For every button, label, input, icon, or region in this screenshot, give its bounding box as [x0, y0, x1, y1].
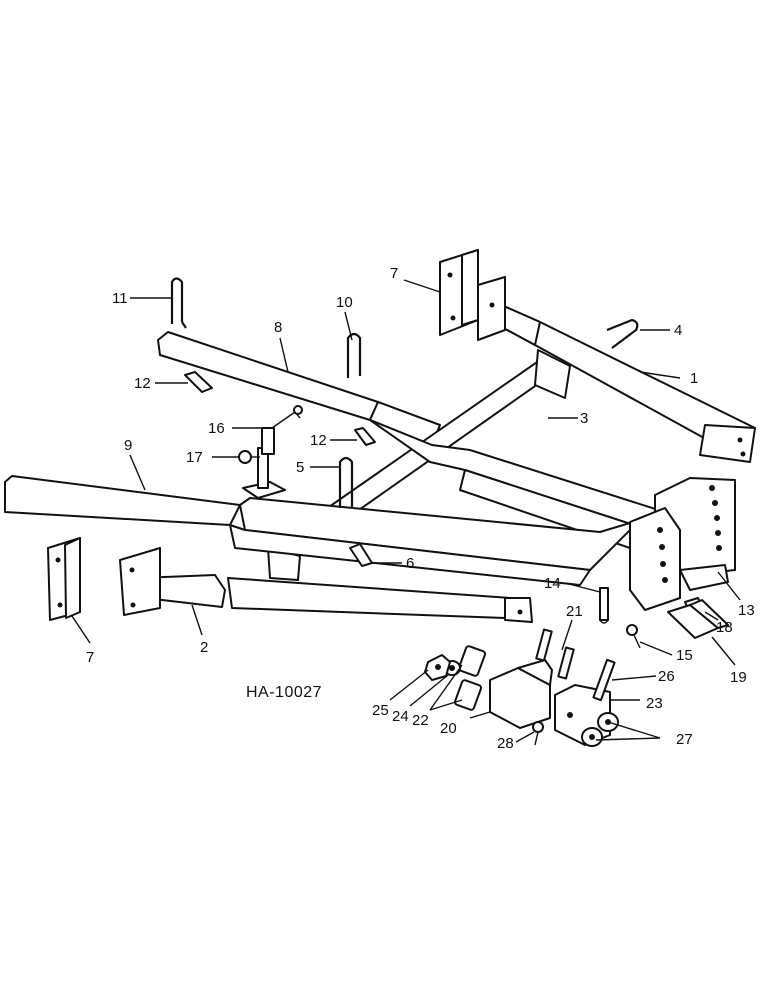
part-22-spacers [454, 645, 486, 711]
part-17-jack-pin [238, 450, 260, 464]
callout-19: 19 [730, 669, 747, 686]
part-13-hitch-plates [629, 477, 736, 611]
part-16-jack [242, 405, 303, 499]
callout-20: 20 [440, 720, 457, 737]
callout-labels: 1 2 3 4 5 6 7 7 8 9 10 11 12 12 13 14 15… [86, 265, 755, 752]
callout-7-upper: 7 [390, 265, 398, 282]
drawing-code: HA-10027 [246, 684, 322, 701]
part-21-bolts [535, 628, 575, 680]
part-9-front-beam [4, 475, 641, 586]
callout-11: 11 [112, 290, 128, 307]
callout-23: 23 [646, 695, 663, 712]
callout-28: 28 [497, 735, 514, 752]
callout-6: 6 [406, 555, 414, 572]
part-4-u-bolt [606, 318, 639, 349]
callout-24: 24 [392, 708, 409, 725]
callout-27: 27 [676, 731, 693, 748]
callout-18: 18 [716, 619, 733, 636]
callout-12-left: 12 [134, 375, 151, 392]
part-10-u-bolt [346, 332, 362, 378]
callout-7-lower: 7 [86, 649, 94, 666]
callout-25: 25 [372, 702, 389, 719]
part-11-u-bolt [170, 277, 187, 329]
callout-2: 2 [200, 639, 208, 656]
callout-14: 14 [544, 575, 561, 592]
part-12-clamp-plate-right [354, 427, 376, 446]
callout-26: 26 [658, 668, 675, 685]
callout-16: 16 [208, 420, 225, 437]
part-20-bracket [489, 659, 553, 729]
callout-21: 21 [566, 603, 583, 620]
callout-15: 15 [676, 647, 693, 664]
part-14-hitch-pin [599, 587, 609, 624]
part-28-lock-pin [532, 721, 544, 746]
callout-22: 22 [412, 712, 429, 729]
callout-9: 9 [124, 437, 132, 454]
part-5-u-bolt [338, 456, 354, 508]
part-2-lower-beam [119, 547, 533, 623]
leader-lines [71, 279, 741, 743]
callout-12-right: 12 [310, 432, 327, 449]
callout-8: 8 [274, 319, 282, 336]
part-7-mount-plate-upper [439, 249, 506, 341]
callout-5: 5 [296, 459, 304, 476]
callout-4: 4 [674, 322, 682, 339]
part-26-pin [592, 658, 616, 702]
callout-1: 1 [690, 370, 698, 387]
callout-17: 17 [186, 449, 203, 466]
part-12-clamp-plate-left [184, 371, 213, 393]
callout-13: 13 [738, 602, 755, 619]
part-15-lock-pin [626, 624, 641, 649]
part-7-mount-plate-lower [47, 537, 81, 621]
callout-3: 3 [580, 410, 588, 427]
callout-10: 10 [336, 294, 353, 311]
